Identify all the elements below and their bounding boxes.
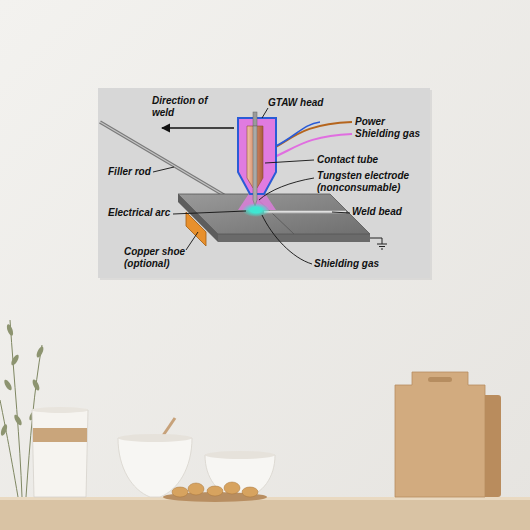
bread-rolls: [172, 482, 258, 497]
leader-line: [186, 232, 198, 250]
electrode-cap: [253, 112, 257, 126]
copper-shoe: [186, 212, 206, 246]
part-label: Shielding gas: [314, 258, 379, 270]
part-label: Weld bead: [352, 206, 402, 218]
part-label: Tungsten electrode (nonconsumable): [317, 170, 421, 193]
cup: [32, 410, 88, 497]
cutting-board: [395, 372, 485, 497]
plate-top: [178, 194, 370, 234]
cutting-board-handle: [428, 377, 452, 382]
leader-line: [265, 160, 314, 163]
part-label: Power: [355, 116, 385, 128]
direction-arrow: [162, 127, 234, 128]
ground-symbol: [377, 244, 387, 245]
ground-wire: [370, 238, 382, 239]
leader-line: [262, 215, 312, 264]
counter: [0, 497, 530, 530]
bowl-rim: [205, 451, 275, 459]
ground-symbol: [381, 249, 383, 250]
ground-wire: [382, 238, 383, 244]
plate-front: [218, 234, 370, 242]
leader-line: [262, 108, 268, 118]
part-label: Direction of weld: [152, 95, 220, 118]
leader-line: [332, 212, 350, 213]
electrical-arc-glow: [242, 203, 270, 217]
cup-band: [33, 428, 87, 442]
cup-rim: [32, 407, 88, 413]
hose-outline: [276, 122, 320, 146]
part-label: Copper shoe (optional): [124, 246, 186, 269]
ground-symbol: [379, 246, 385, 247]
part-label: Filler rod: [108, 166, 151, 178]
leader-line: [153, 167, 174, 172]
bowl-rim: [118, 434, 192, 442]
part-label: GTAW head: [268, 97, 323, 109]
poster: [98, 88, 430, 278]
part-label: Shielding gas: [355, 128, 420, 140]
part-label: Electrical arc: [108, 207, 170, 219]
bowl: [205, 455, 275, 497]
weld-bead-edge: [264, 213, 346, 214]
part-label: Contact tube: [317, 154, 378, 166]
electrical-arc: [250, 207, 262, 213]
leader-line: [173, 211, 246, 214]
bowl: [118, 438, 192, 497]
leader-line: [259, 178, 314, 200]
tungsten-electrode: [253, 126, 257, 206]
power-cable: [270, 122, 352, 150]
